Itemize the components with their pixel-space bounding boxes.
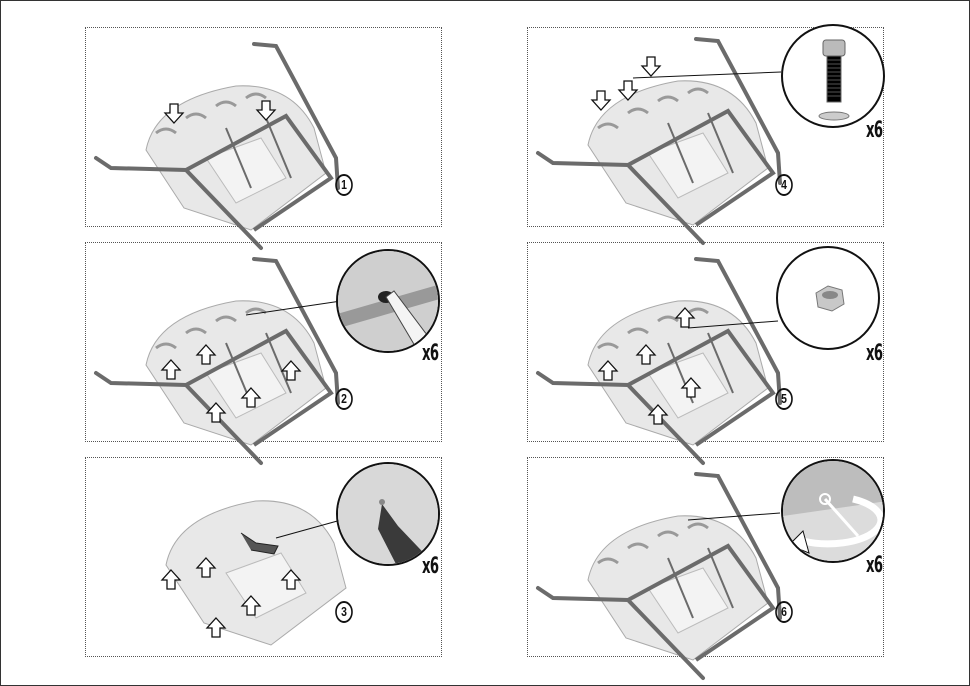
quantity-label: x6: [866, 118, 883, 143]
detail-pen-marking: [336, 249, 440, 353]
chair-illustration: [94, 42, 340, 250]
step-number: 5: [775, 388, 793, 410]
arrow-down-icon: [591, 90, 611, 111]
step-number: 4: [775, 174, 793, 196]
detail-nut: [776, 246, 880, 350]
step-1-panel: 1: [85, 27, 442, 250]
step-4-panel: x6 4: [527, 24, 885, 245]
step-number: 2: [335, 388, 353, 410]
quantity-label: x6: [422, 341, 439, 366]
arrow-down-icon: [641, 56, 661, 77]
step-2-panel: x6 2: [85, 242, 442, 465]
step-number: 6: [775, 601, 793, 623]
quantity-label: x6: [422, 554, 439, 579]
detail-drill: [336, 462, 440, 566]
detail-bolt-and-washer: [781, 24, 885, 128]
chair-illustration: [161, 500, 347, 646]
detail-wrench-tighten: [781, 459, 885, 563]
chair-illustration: [94, 257, 342, 465]
quantity-label: x6: [866, 553, 883, 578]
chair-illustration: [536, 257, 782, 465]
step-6-panel: x6 6: [527, 457, 885, 680]
chair-illustration: [536, 472, 782, 680]
step-number: 1: [335, 174, 353, 196]
step-5-panel: x6 5: [527, 242, 884, 465]
quantity-label: x6: [866, 341, 883, 366]
step-number: 3: [335, 601, 353, 623]
step-3-panel: x6 3: [85, 457, 442, 657]
chair-illustration: [536, 37, 782, 245]
